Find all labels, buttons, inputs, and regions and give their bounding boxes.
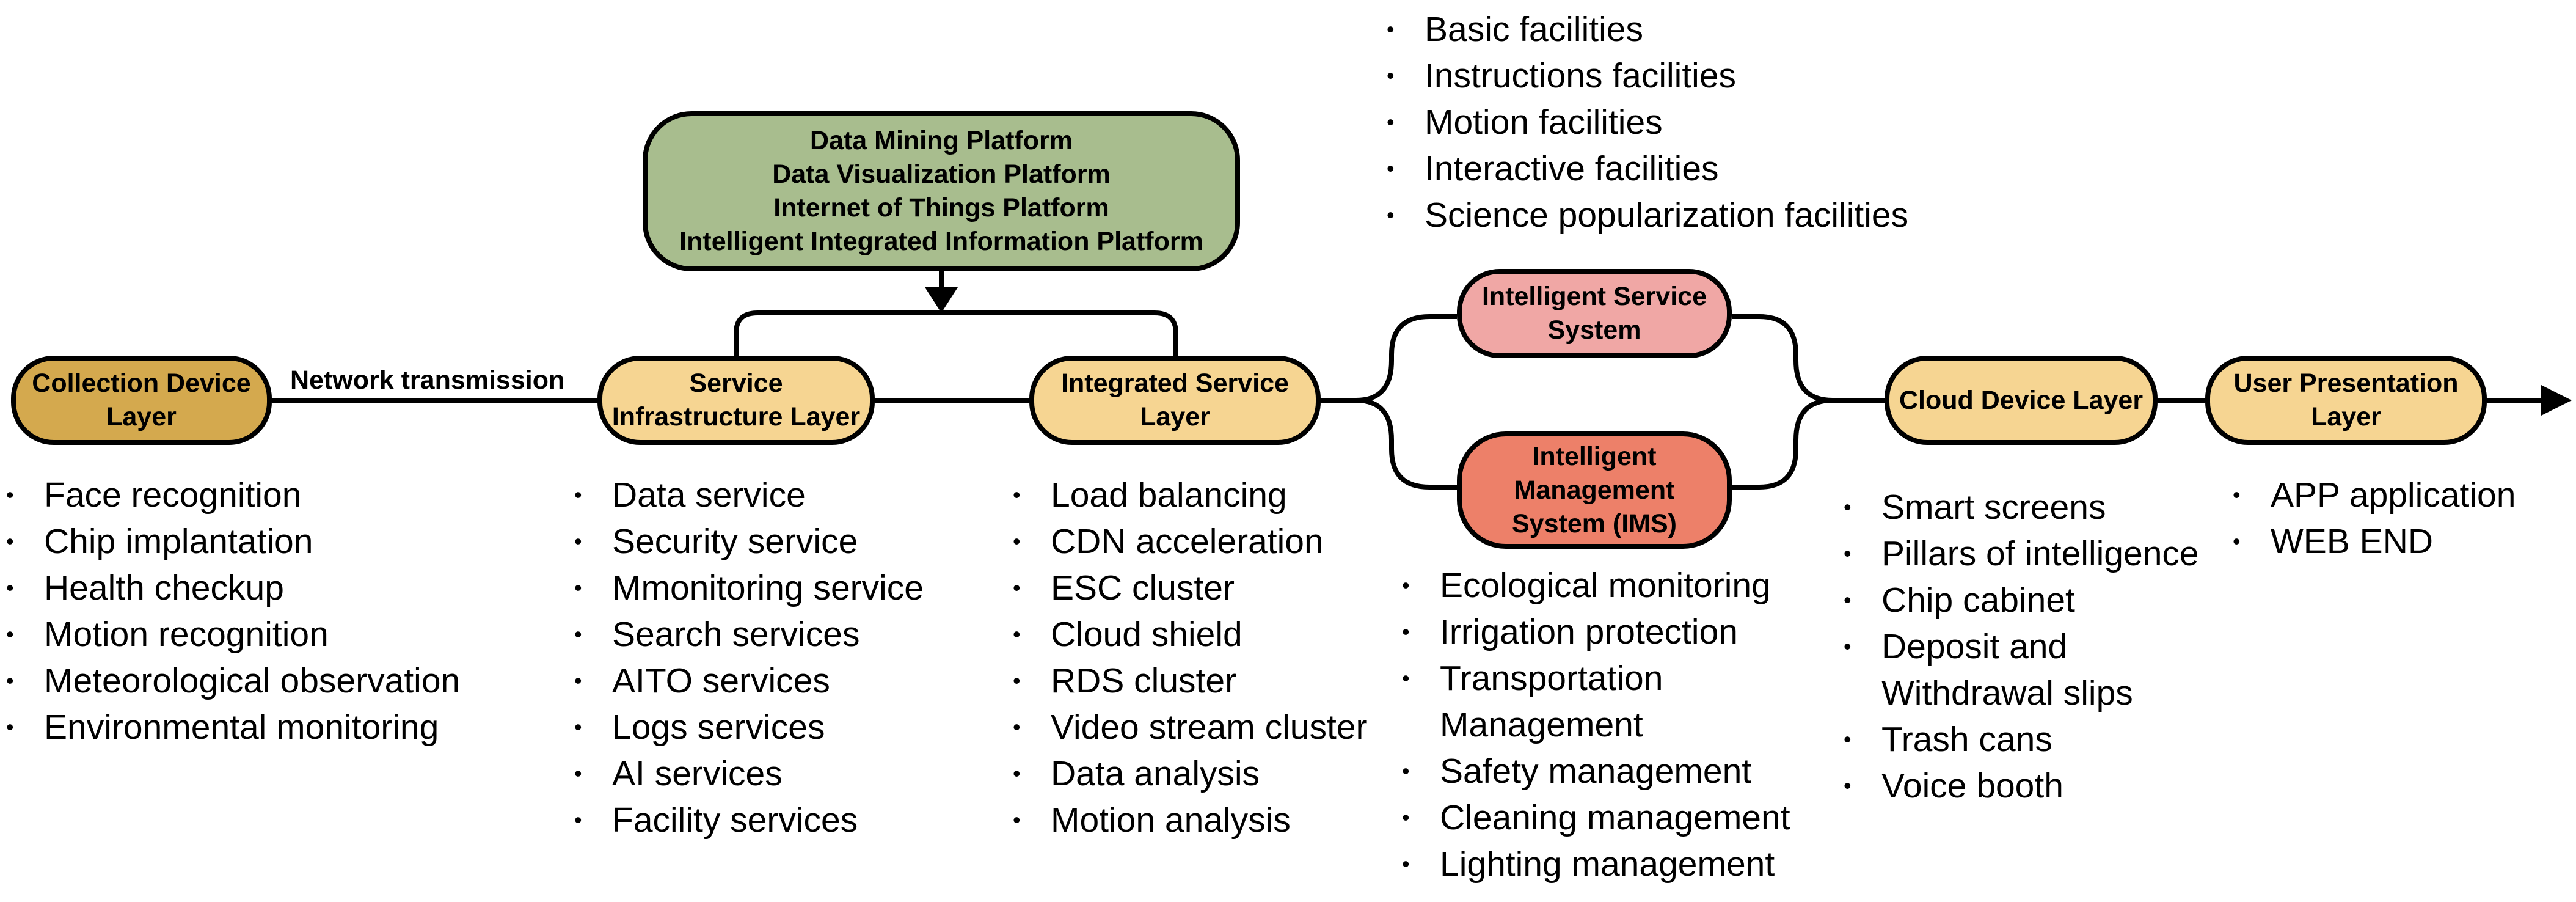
node-label: Management xyxy=(1514,475,1675,505)
list-item: Chip implantation xyxy=(6,518,460,565)
list-item: AI services xyxy=(574,750,924,797)
list-item: Cloud shield xyxy=(1013,611,1368,658)
list-item: APP application xyxy=(2233,472,2516,518)
arrowhead-down-icon xyxy=(925,287,958,313)
list-item: Security service xyxy=(574,518,924,565)
list-item: CDN acceleration xyxy=(1013,518,1368,565)
list-item: Environmental monitoring xyxy=(6,704,460,750)
list-item: Chip cabinet xyxy=(1844,577,2235,623)
arrowhead-right-icon xyxy=(2541,385,2572,416)
list-integrated-service-functions: Load balancing CDN acceleration ESC clus… xyxy=(1013,472,1368,843)
platform-box: Data Mining Platform Data Visualization … xyxy=(643,111,1240,271)
node-label: Cloud Device Layer xyxy=(1899,385,2144,415)
link-merge-upper xyxy=(1732,314,1885,403)
list-item: Science popularization facilities xyxy=(1387,192,1908,238)
list-item: Trash cans xyxy=(1844,716,2235,763)
list-item: Health checkup xyxy=(6,565,460,611)
list-item: Transportation Management xyxy=(1402,655,1696,748)
list-item: Search services xyxy=(574,611,924,658)
node-intelligent-service-system: Intelligent Service System xyxy=(1457,269,1732,358)
list-item: Safety management xyxy=(1402,748,1842,794)
node-collection-device-layer: Collection Device Layer xyxy=(11,356,272,445)
platform-line: Data Visualization Platform xyxy=(772,160,1111,189)
list-item: Motion recognition xyxy=(6,611,460,658)
list-item: Irrigation protection xyxy=(1402,609,1842,655)
list-item: Interactive facilities xyxy=(1387,145,1908,192)
list-item: Lighting management xyxy=(1402,841,1842,887)
list-item: Basic facilities xyxy=(1387,6,1908,53)
list-item: Data analysis xyxy=(1013,750,1368,797)
node-label: System xyxy=(1547,315,1641,345)
bracket-service-integrated xyxy=(734,310,1178,356)
list-item: AITO services xyxy=(574,658,924,704)
network-transmission-label: Network transmission xyxy=(290,365,565,395)
node-label: Integrated Service xyxy=(1061,369,1289,398)
platform-line: Intelligent Integrated Information Platf… xyxy=(679,227,1203,256)
list-item: Deposit and Withdrawal slips xyxy=(1844,623,2138,716)
list-item: Load balancing xyxy=(1013,472,1368,518)
node-label: Service xyxy=(689,369,783,398)
node-label: Collection Device xyxy=(32,369,251,398)
list-item: ESC cluster xyxy=(1013,565,1368,611)
list-item: Logs services xyxy=(574,704,924,750)
node-label: Intelligent xyxy=(1532,441,1657,471)
list-item: Motion facilities xyxy=(1387,99,1908,145)
list-intelligent-service-facilities: Basic facilities Instructions facilities… xyxy=(1387,6,1908,238)
list-item: WEB END xyxy=(2233,518,2516,565)
node-service-infrastructure-layer: Service Infrastructure Layer xyxy=(597,356,875,445)
list-item: Facility services xyxy=(574,797,924,843)
platform-line: Data Mining Platform xyxy=(809,126,1073,155)
list-item: Pillars of intelligence xyxy=(1844,530,2235,577)
node-label: Layer xyxy=(106,402,177,431)
list-service-infrastructure-functions: Data service Security service Mmonitorin… xyxy=(574,472,924,843)
list-item: Smart screens xyxy=(1844,484,2235,530)
node-intelligent-management-system: Intelligent Management System (IMS) xyxy=(1457,431,1732,549)
list-item: Cleaning management xyxy=(1402,794,1842,841)
link-integrated-fork xyxy=(1321,314,1457,403)
node-label: Layer xyxy=(2311,402,2381,431)
node-label: Intelligent Service xyxy=(1481,282,1707,311)
list-collection-functions: Face recognition Chip implantation Healt… xyxy=(6,472,460,750)
link-merge-lower xyxy=(1732,398,1833,490)
list-ims-functions: Ecological monitoring Irrigation protect… xyxy=(1402,562,1842,887)
node-cloud-device-layer: Cloud Device Layer xyxy=(1885,356,2158,445)
platform-line: Internet of Things Platform xyxy=(773,193,1109,222)
list-item: Instructions facilities xyxy=(1387,53,1908,99)
list-item: RDS cluster xyxy=(1013,658,1368,704)
node-label: Infrastructure Layer xyxy=(611,402,861,431)
list-item: Face recognition xyxy=(6,472,460,518)
list-item: Motion analysis xyxy=(1013,797,1368,843)
list-cloud-device-functions: Smart screens Pillars of intelligence Ch… xyxy=(1844,484,2235,809)
list-user-presentation-functions: APP application WEB END xyxy=(2233,472,2516,565)
list-item: Voice booth xyxy=(1844,763,2235,809)
link-integrated-fork-lower xyxy=(1356,398,1457,490)
node-user-presentation-layer: User Presentation Layer xyxy=(2205,356,2487,445)
node-label: Layer xyxy=(1140,402,1210,431)
node-label: System (IMS) xyxy=(1511,508,1677,538)
list-item: Ecological monitoring xyxy=(1402,562,1842,609)
list-item: Meteorological observation xyxy=(6,658,460,704)
node-label: User Presentation xyxy=(2233,369,2459,398)
list-item: Video stream cluster xyxy=(1013,704,1368,750)
list-item: Data service xyxy=(574,472,924,518)
list-item: Mmonitoring service xyxy=(574,565,924,611)
node-integrated-service-layer: Integrated Service Layer xyxy=(1029,356,1321,445)
